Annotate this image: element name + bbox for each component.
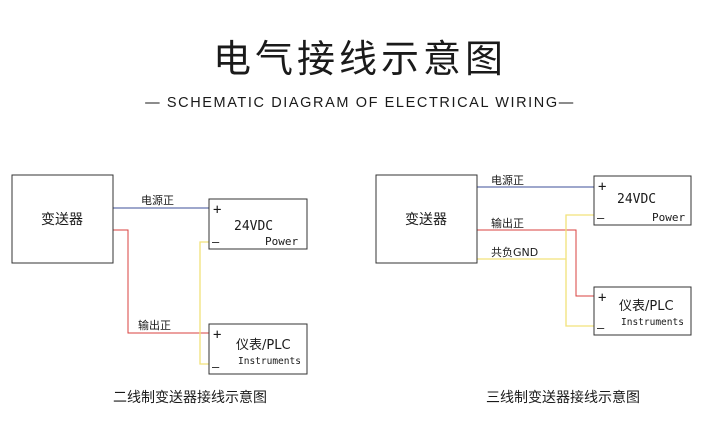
two-wire-output-positive-wire [113,229,209,334]
two-wire-instrument-plus: + [213,327,221,343]
three-wire-power-supply-box [593,175,692,226]
two-wire-power-supply-box [208,198,308,250]
two-wire-caption: 二线制变送器接线示意图 [113,389,267,406]
three-wire-instrument-sub: Instruments [621,317,684,328]
two-wire-diagram: 变送器 电源正 输出正 + — 24VDC Power + — 仪表/PLC I… [11,174,308,406]
three-wire-gnd-wire [477,214,594,327]
two-wire-instrument-sub: Instruments [238,356,301,367]
three-wire-instrument-label: 仪表/PLC [619,299,674,314]
three-wire-diagram: 变送器 电源正 输出正 共负GND + — 24VDC Power + — 仪表… [375,173,692,406]
three-wire-supply-plus: + [598,179,606,195]
two-wire-transmitter-label: 变送器 [41,212,83,228]
two-wire-supply-minus: — [212,235,220,249]
two-wire-instrument-box [208,323,308,375]
three-wire-supply-voltage: 24VDC [617,192,656,207]
three-wire-caption: 三线制变送器接线示意图 [486,389,640,406]
three-wire-output-positive-label: 输出正 [491,216,524,230]
three-wire-gnd-label: 共负GND [491,245,538,259]
three-wire-output-positive-wire [477,229,594,297]
three-wire-power-positive-label: 电源正 [491,173,524,187]
three-wire-instrument-plus: + [598,290,606,306]
two-wire-instrument-label: 仪表/PLC [236,338,291,353]
two-wire-return-wire [199,241,209,365]
two-wire-supply-label: Power [265,235,298,248]
three-wire-supply-label: Power [652,211,685,224]
page-subtitle: — SCHEMATIC DIAGRAM OF ELECTRICAL WIRING… [145,95,575,111]
three-wire-instrument-box [593,286,692,336]
three-wire-supply-minus: — [597,211,605,225]
two-wire-output-positive-label: 输出正 [138,318,171,332]
two-wire-instrument-minus: — [212,360,220,374]
three-wire-instrument-minus: — [597,321,605,335]
two-wire-supply-plus: + [213,202,221,218]
page-title: 电气接线示意图 [212,37,507,81]
two-wire-transmitter-box [11,174,114,264]
two-wire-supply-voltage: 24VDC [234,219,273,234]
three-wire-transmitter-label: 变送器 [405,212,447,228]
two-wire-power-positive-label: 电源正 [141,193,174,207]
three-wire-transmitter-box [375,174,478,264]
